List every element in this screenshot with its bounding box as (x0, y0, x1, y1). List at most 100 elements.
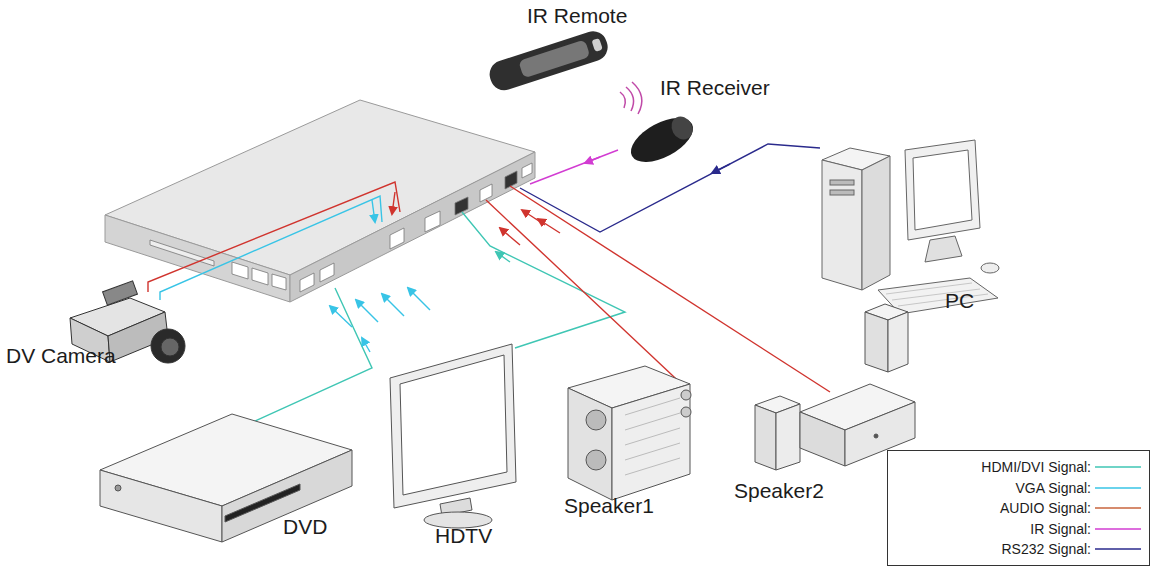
legend-row: RS232 Signal: (888, 539, 1149, 560)
legend-line (1095, 528, 1141, 529)
legend-line-sample (1091, 502, 1143, 514)
input-arrow (408, 288, 430, 310)
legend-line-sample (1091, 461, 1143, 473)
audio-wire (148, 182, 400, 292)
speaker-front (612, 384, 690, 500)
legend-row: AUDIO Signal: (888, 498, 1149, 519)
rs232-arrow (712, 164, 730, 173)
ir-waves (620, 82, 642, 114)
grille-line (625, 428, 680, 445)
input-arrow (356, 300, 378, 322)
pc-illustration (822, 140, 999, 314)
device-label: Speaker2 (734, 479, 824, 502)
device-label: DVD (283, 515, 327, 538)
legend-line-sample (1091, 482, 1143, 494)
legend-row: IR Signal: (888, 519, 1149, 540)
port (300, 273, 314, 292)
audio-arrow (538, 219, 560, 233)
port-label-strip (150, 240, 214, 266)
switcher-unit (105, 100, 535, 302)
camera-lens-glass (161, 338, 179, 356)
tower-front (888, 312, 908, 372)
vga-wire (160, 196, 382, 300)
receiver-body (624, 109, 700, 171)
legend-line (1095, 508, 1141, 509)
pc-mouse (981, 263, 999, 273)
dvd-illustration (100, 414, 352, 542)
legend-text: RS232 Signal: (888, 541, 1091, 557)
speaker-cone (586, 450, 606, 470)
device-node: DV Camera (4, 280, 194, 380)
tower-side (865, 312, 888, 372)
sub-led (874, 434, 878, 438)
camera-handle (103, 281, 138, 305)
switcher-side (290, 152, 535, 302)
legend-line-sample (1091, 523, 1143, 535)
grille-line (625, 458, 680, 475)
speaker-cone (586, 410, 606, 430)
device-node: Speaker1 (560, 360, 710, 530)
device-label: IR Remote (527, 4, 627, 27)
ir-arrow (585, 157, 600, 163)
device-node: DVD (95, 405, 357, 550)
hdmi-arrow (362, 338, 370, 352)
device-node: PC (815, 135, 1005, 320)
legend-text: IR Signal: (888, 521, 1091, 537)
legend-text: HDMI/DVI Signal: (888, 459, 1091, 475)
port (320, 263, 334, 282)
receiver-eye (668, 113, 697, 144)
grille-line (625, 413, 680, 430)
speaker-tweeter (681, 407, 691, 417)
grille-line (625, 398, 680, 415)
output-ports (300, 163, 532, 292)
sub-side (800, 412, 845, 466)
ir-wave (626, 87, 634, 111)
legend-text: AUDIO Signal: (888, 500, 1091, 516)
speaker-grille (625, 398, 680, 475)
port (232, 262, 248, 279)
speaker2-illustration (755, 304, 915, 470)
device-label: PC (945, 289, 974, 312)
remote-body (486, 28, 611, 94)
audio-arrow (522, 210, 545, 225)
dvd-button (115, 485, 121, 491)
legend-line (1095, 467, 1141, 468)
audio-arrow (392, 192, 395, 214)
legend-row: HDMI/DVI Signal: (888, 457, 1149, 478)
legend-line-sample (1091, 543, 1143, 555)
port (455, 197, 468, 215)
hdtv-frame (390, 344, 516, 508)
speaker-tweeter (681, 390, 691, 400)
pc-key-row (898, 294, 988, 306)
camera-lens (151, 329, 185, 363)
port (252, 268, 268, 285)
receiver-illustration (624, 109, 700, 171)
pc-tower-side (862, 156, 890, 290)
grille-line (625, 443, 680, 460)
device-node: IR Receiver (612, 72, 807, 180)
hdtv-screen (400, 355, 507, 495)
remote-illustration (486, 28, 611, 94)
dvd-side (222, 450, 352, 542)
pc-drive (830, 180, 854, 185)
audio-wire (510, 186, 830, 392)
input-arrow (382, 294, 404, 316)
input-ports (150, 240, 286, 290)
hdmi-arrow (496, 252, 510, 262)
hdtv-illustration (390, 344, 516, 528)
legend: HDMI/DVI Signal: VGA Signal: AUDIO Signal:… (887, 450, 1150, 566)
pc-tower-front (822, 160, 862, 290)
input-arrow (330, 306, 352, 327)
remote-keypad (518, 40, 590, 79)
speaker-side (568, 388, 612, 500)
pc-stand (925, 236, 962, 262)
port (522, 163, 532, 178)
pc-monitor (905, 140, 980, 240)
audio-wire (486, 200, 690, 392)
port (480, 184, 492, 202)
port (272, 274, 286, 290)
legend-text: VGA Signal: (888, 480, 1091, 496)
rs232-wire (520, 144, 820, 232)
ir-wire (530, 150, 618, 184)
